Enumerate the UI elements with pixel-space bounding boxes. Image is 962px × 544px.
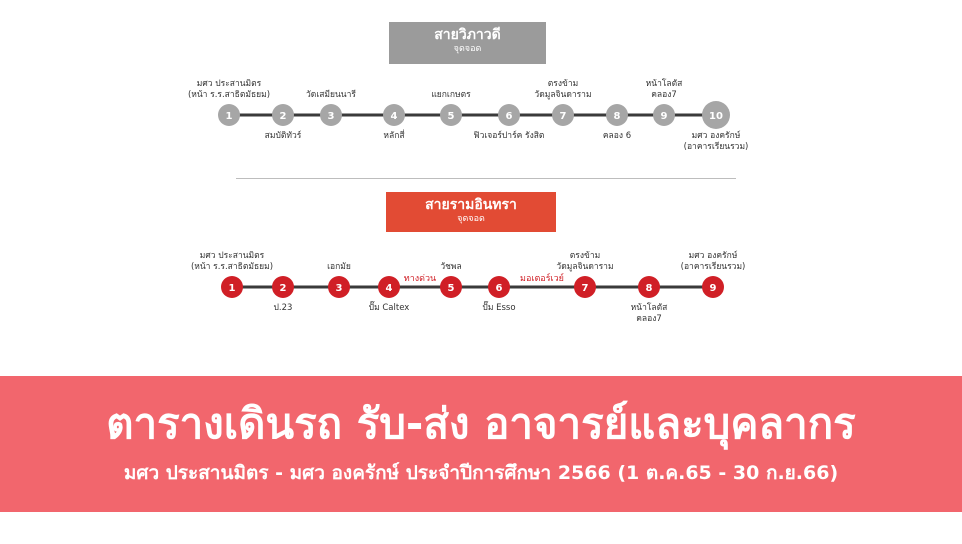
stop-number: 4 xyxy=(391,111,398,122)
stop-label: ปั๊ม Esso xyxy=(482,300,515,313)
route-divider xyxy=(236,178,736,179)
stop-label: เอกมัย xyxy=(327,262,351,272)
stop-label: (หน้า ร.ร.สาธิตมัธยม) xyxy=(191,261,273,272)
stop-marker xyxy=(440,104,462,126)
stop-number: 8 xyxy=(646,283,653,294)
stop-marker xyxy=(218,104,240,126)
stop-marker xyxy=(221,276,243,298)
stop-label: คลอง 6 xyxy=(603,131,631,141)
route-header-ramintra: สายรามอินทรา จุดจอด xyxy=(386,192,556,232)
title-banner: ตารางเดินรถ รับ-ส่ง อาจารย์และบุคลากร มศ… xyxy=(0,376,962,512)
stop-marker xyxy=(574,276,596,298)
stop-marker xyxy=(378,276,400,298)
route-header-vibhavadi: สายวิภาวดี จุดจอด xyxy=(389,22,546,64)
route-2: ทางด่วน มอเตอร์เวย์ 1 มศว ประสานมิตร(หน้า ร… xyxy=(191,250,745,324)
stop-label: มศว ประสานมิตร xyxy=(197,79,262,89)
stop-label: คลอง7 xyxy=(636,314,662,324)
stop-number: 4 xyxy=(386,283,393,294)
stop-marker xyxy=(383,104,405,126)
stop-label: หลักสี่ xyxy=(383,129,405,141)
stop-marker xyxy=(498,104,520,126)
segment-label: ทางด่วน xyxy=(404,274,436,284)
stop-marker xyxy=(552,104,574,126)
stop-number: 7 xyxy=(560,111,567,122)
stop-marker xyxy=(440,276,462,298)
stop-number: 3 xyxy=(336,283,343,294)
stop-number: 8 xyxy=(614,111,621,122)
stop-marker xyxy=(702,276,724,298)
stop-label: มศว องครักษ์ xyxy=(692,130,741,141)
stop-number: 1 xyxy=(229,283,236,294)
stop-number: 10 xyxy=(709,111,723,122)
stop-marker xyxy=(653,104,675,126)
stop-label: มศว องครักษ์ xyxy=(689,250,738,261)
route-1: 1 มศว ประสานมิตร(หน้า ร.ร.สาธิตมัธยม) 2 สมบ… xyxy=(188,78,748,152)
stop-label: ตรงข้าม xyxy=(548,78,578,89)
stop-marker xyxy=(272,104,294,126)
stop-label: (อาคารเรียนรวม) xyxy=(681,261,746,272)
stop-number: 2 xyxy=(280,111,287,122)
stop-number: 5 xyxy=(448,111,455,122)
stop-number: 6 xyxy=(506,111,513,122)
banner-title: ตารางเดินรถ รับ-ส่ง อาจารย์และบุคลากร xyxy=(106,399,856,448)
segment-label: มอเตอร์เวย์ xyxy=(520,272,564,284)
route-subtitle: จุดจอด xyxy=(453,44,482,54)
stop-number: 1 xyxy=(226,111,233,122)
stop-marker xyxy=(638,276,660,298)
stop-marker xyxy=(488,276,510,298)
stop-number: 7 xyxy=(582,283,589,294)
stop-number: 5 xyxy=(448,283,455,294)
stop-number: 3 xyxy=(328,111,335,122)
stop-label: คลอง7 xyxy=(651,90,677,100)
stop-label: (หน้า ร.ร.สาธิตมัธยม) xyxy=(188,89,270,100)
stop-number: 9 xyxy=(710,283,717,294)
stop-number: 6 xyxy=(496,283,503,294)
stop-label: วัดมูลจินดาราม xyxy=(556,262,613,272)
stop-number: 2 xyxy=(280,283,287,294)
stop-label: สมบัติทัวร์ xyxy=(265,130,302,141)
banner-subtitle: มศว ประสานมิตร - มศว องครักษ์ ประจำปีการ… xyxy=(123,462,839,484)
stop-label: (อาคารเรียนรวม) xyxy=(684,141,749,152)
stop-label: ตรงข้าม xyxy=(570,250,600,261)
stop-number: 9 xyxy=(661,111,668,122)
stop-label: ป.23 xyxy=(274,303,293,313)
stop-marker xyxy=(272,276,294,298)
stop-label: วัดเสมียนนารี xyxy=(306,89,356,100)
stop-label: หน้าโลตัส xyxy=(631,302,668,313)
stop-marker xyxy=(320,104,342,126)
route-subtitle: จุดจอด xyxy=(457,214,485,224)
stop-marker xyxy=(702,101,730,129)
route-name: สายรามอินทรา xyxy=(425,197,517,213)
stop-label: แยกเกษตร xyxy=(431,90,471,100)
stop-marker xyxy=(328,276,350,298)
stop-label: วัดมูลจินดาราม xyxy=(534,90,591,100)
stop-label: วัชพล xyxy=(440,262,461,272)
stop-label: ฟิวเจอร์ปาร์ค รังสิต xyxy=(474,130,545,141)
stop-label: ปั๊ม Caltex xyxy=(369,300,410,313)
stop-label: มศว ประสานมิตร xyxy=(200,251,265,261)
route-name: สายวิภาวดี xyxy=(434,27,501,43)
stop-marker xyxy=(606,104,628,126)
stop-label: หน้าโลตัส xyxy=(646,78,683,89)
